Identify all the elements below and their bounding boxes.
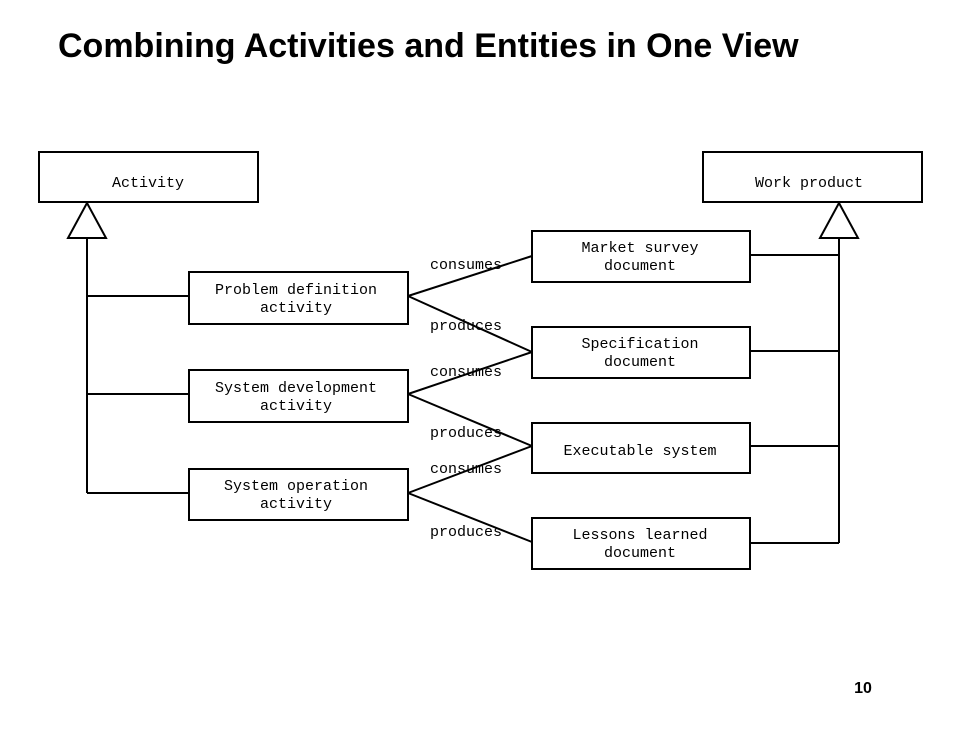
slide-number: 10	[854, 680, 872, 697]
association-line-consumes-2	[407, 351, 533, 395]
activity-box-label: System development	[215, 380, 377, 397]
activity-generalization-triangle	[66, 200, 108, 239]
association-line-consumes-1	[407, 255, 533, 297]
association-lines	[407, 255, 533, 543]
work-product-box-label: Executable system	[563, 443, 716, 460]
work-product-box-label: document	[604, 354, 676, 371]
activity-box-label: Problem definition	[215, 282, 377, 299]
association-line-consumes-3	[407, 445, 533, 494]
activity-box-system-operation: System operation activity	[188, 468, 409, 521]
association-line-produces-3	[407, 492, 533, 543]
work-product-box-label: Lessons learned	[572, 527, 707, 544]
work-product-box-label: Market survey	[581, 240, 698, 257]
work-product-superclass-box: Work product	[702, 151, 923, 203]
association-line-produces-2	[407, 393, 533, 447]
association-label-consumes: consumes	[430, 364, 502, 381]
activity-inheritance-lines	[86, 238, 189, 494]
activity-box-label: activity	[260, 300, 332, 317]
activity-box-problem-definition: Problem definition activity	[188, 271, 409, 325]
work-product-box-executable-system: Executable system	[531, 422, 751, 474]
association-label-produces: produces	[430, 318, 502, 335]
activity-superclass-box: Activity	[38, 151, 259, 203]
association-label-consumes: consumes	[430, 257, 502, 274]
work-product-box-market-survey: Market survey document	[531, 230, 751, 283]
activity-box-system-development: System development activity	[188, 369, 409, 423]
association-label-produces: produces	[430, 425, 502, 442]
activity-box-label: activity	[260, 496, 332, 513]
work-product-box-label: document	[604, 545, 676, 562]
work-product-box-specification: Specification document	[531, 326, 751, 379]
work-product-box-label: document	[604, 258, 676, 275]
activity-superclass-label: Activity	[112, 175, 184, 192]
activity-box-label: activity	[260, 398, 332, 415]
association-label-produces: produces	[430, 524, 502, 541]
association-line-produces-1	[407, 295, 533, 353]
work-product-box-lessons-learned: Lessons learned document	[531, 517, 751, 570]
association-label-consumes: consumes	[430, 461, 502, 478]
work-product-generalization-triangle	[818, 200, 860, 239]
work-product-box-label: Specification	[581, 336, 698, 353]
activity-box-label: System operation	[224, 478, 368, 495]
work-product-inheritance-lines	[750, 238, 840, 544]
work-product-superclass-label: Work product	[755, 175, 863, 192]
page-title: Combining Activities and Entities in One…	[58, 27, 799, 65]
